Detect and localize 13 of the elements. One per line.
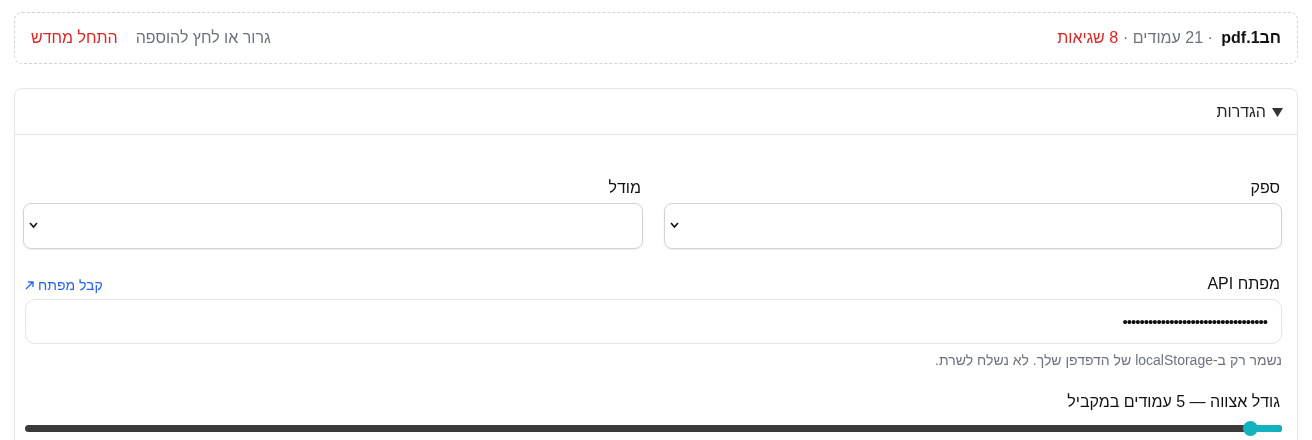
field-label: מודל [607, 179, 642, 197]
drop-zone [14, 12, 1298, 64]
help-text: נשמר רק ב-localStorage של הדפדפן שלך. לא נשלח לשרת. [934, 352, 1282, 368]
get-key-link: קבל מפתח [25, 277, 103, 293]
field-label: מפתח API [1207, 275, 1281, 293]
reset-button: התחל מחדש [31, 29, 118, 47]
settings-panel [14, 88, 1298, 440]
password-field: •••••••••••••••••••••••••••••••••• [25, 299, 1282, 344]
field-label: ספק [1249, 179, 1281, 197]
field-label: גודל אצווה — 5 עמודים במקביל [1066, 393, 1281, 411]
file-status: חב1.pdf · 21 עמודים · 8 שגיאות [1057, 29, 1281, 47]
drop-hint: גרור או לחץ להוספה [135, 29, 271, 47]
panel-title: הגדרות [1216, 102, 1266, 121]
